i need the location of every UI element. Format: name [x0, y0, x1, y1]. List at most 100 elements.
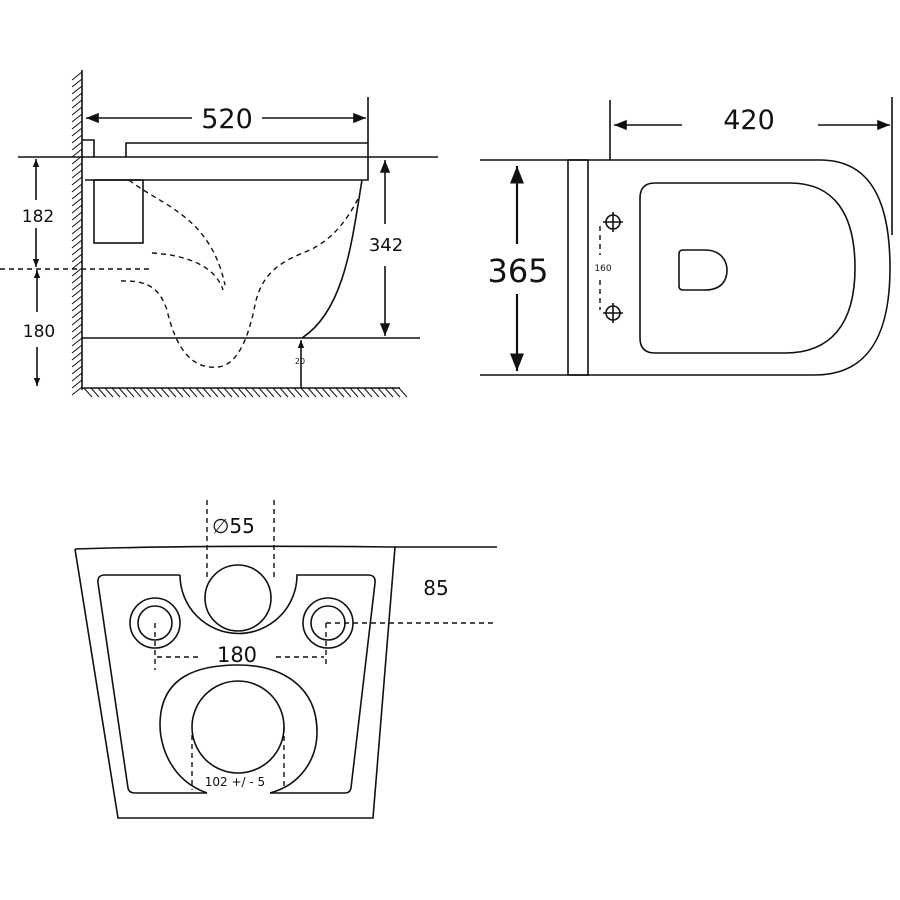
rear-outer-outline — [74, 546, 396, 819]
hatch-line — [71, 127, 83, 137]
hatch-line — [71, 288, 83, 298]
hatch-line — [71, 309, 83, 319]
top-seat-opening — [639, 182, 856, 354]
hatch-line — [71, 337, 83, 347]
rear-view: ∅55 85 180 102 +/ - 5 — [74, 500, 497, 819]
hatch-line — [71, 225, 83, 235]
hatch-line — [321, 387, 331, 398]
bolt-hole-icon — [603, 212, 623, 232]
hatch-line — [258, 387, 268, 398]
hatch-line — [377, 387, 387, 398]
hatch-line — [71, 92, 83, 102]
hatch-line — [71, 85, 83, 95]
dim-160: 160 — [594, 264, 611, 274]
top-view: 160 420 365 — [480, 97, 893, 376]
hatch-line — [370, 387, 380, 398]
hatch-line — [132, 387, 142, 398]
hatch-line — [71, 260, 83, 270]
hatch-line — [71, 211, 83, 221]
hatch-line — [71, 113, 83, 123]
dim-420: 420 — [723, 105, 775, 136]
dim-20: 20 — [295, 357, 305, 366]
top-flush-d — [678, 249, 728, 291]
hatch-line — [71, 78, 83, 88]
hatch-line — [195, 387, 205, 398]
hatch-line — [349, 387, 359, 398]
hatch-line — [293, 387, 303, 398]
hatch-line — [71, 316, 83, 326]
hatch-line — [71, 379, 83, 389]
hatch-line — [307, 387, 317, 398]
hatch-line — [71, 183, 83, 193]
hatch-line — [202, 387, 212, 398]
hatch-line — [71, 281, 83, 291]
hatch-line — [71, 71, 83, 81]
hatch-line — [71, 239, 83, 249]
hatch-line — [139, 387, 149, 398]
hatch-line — [391, 387, 401, 398]
hatch-line — [300, 387, 310, 398]
hatch-line — [104, 387, 114, 398]
hatch-line — [71, 323, 83, 333]
hatch-line — [71, 302, 83, 312]
hatch-line — [363, 387, 373, 398]
hatch-line — [71, 351, 83, 361]
hatch-line — [71, 274, 83, 284]
hatch-line — [223, 387, 233, 398]
hatch-line — [314, 387, 324, 398]
hatch-line — [153, 387, 163, 398]
hatch-line — [71, 134, 83, 144]
hatch-line — [342, 387, 352, 398]
hatch-line — [230, 387, 240, 398]
top-body-outline — [480, 159, 891, 376]
dim-520: 520 — [201, 104, 253, 135]
hatch-line — [71, 295, 83, 305]
hatch-line — [71, 197, 83, 207]
hatch-line — [328, 387, 338, 398]
dim-85: 85 — [423, 576, 448, 600]
dim-102: 102 +/ - 5 — [205, 775, 265, 789]
bolt-hole-left-outer — [129, 597, 181, 649]
hatch-line — [125, 387, 135, 398]
hatch-line — [71, 120, 83, 130]
dim-365: 365 — [487, 252, 548, 290]
hatch-line — [251, 387, 261, 398]
hatch-line — [71, 106, 83, 116]
hatch-line — [71, 386, 83, 396]
hatch-line — [146, 387, 156, 398]
hatch-line — [237, 387, 247, 398]
hatch-line — [71, 232, 83, 242]
hatch-line — [335, 387, 345, 398]
hatch-line — [71, 344, 83, 354]
hatch-line — [71, 267, 83, 277]
hatch-line — [71, 358, 83, 368]
dim-342: 342 — [369, 235, 403, 256]
hatch-line — [209, 387, 219, 398]
hatch-line — [272, 387, 282, 398]
seat-outline — [82, 139, 369, 181]
dim-55: ∅55 — [212, 514, 255, 538]
hatch-line — [71, 253, 83, 263]
hatch-line — [83, 387, 93, 398]
hatch-line — [71, 204, 83, 214]
hatch-line — [71, 141, 83, 151]
hatch-line — [244, 387, 254, 398]
hatch-line — [71, 372, 83, 382]
rear-top-line — [74, 545, 497, 550]
hatch-line — [167, 387, 177, 398]
dim-180-rear: 180 — [217, 643, 257, 667]
hatch-line — [71, 246, 83, 256]
hatch-line — [71, 169, 83, 179]
hatch-line — [97, 387, 107, 398]
rear-inner-outline — [97, 574, 376, 794]
dim-180-side: 180 — [23, 322, 55, 342]
hatch-line — [279, 387, 289, 398]
hatch-line — [160, 387, 170, 398]
top-rear-wall — [567, 159, 589, 376]
hatch-line — [181, 387, 191, 398]
hatch-line — [71, 365, 83, 375]
bolt-hole-left-inner — [137, 605, 173, 641]
hatch-line — [216, 387, 226, 398]
floor — [82, 387, 408, 398]
